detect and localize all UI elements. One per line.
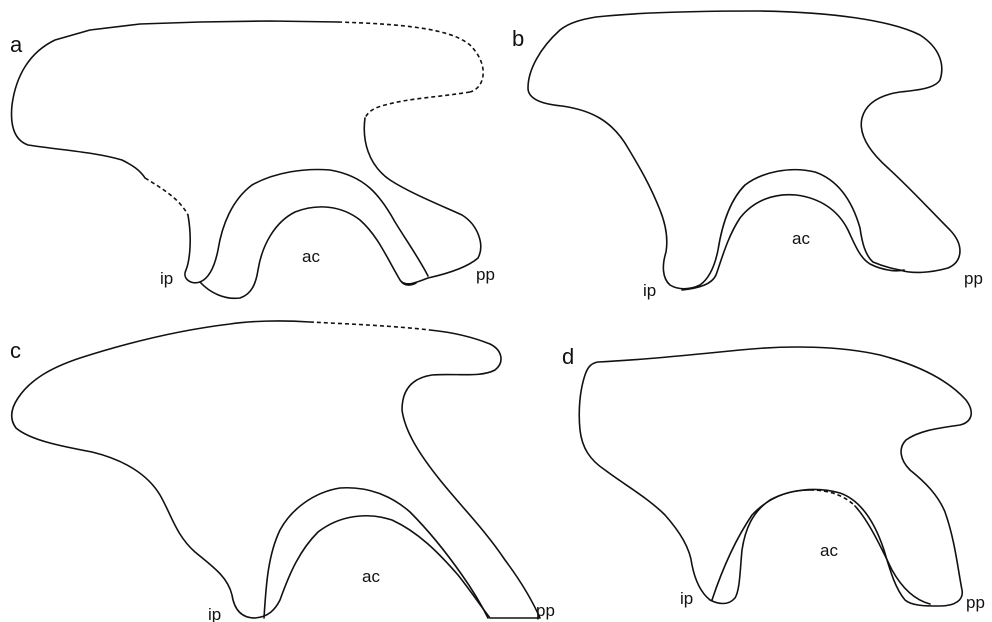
panel-a-letter: a bbox=[10, 32, 23, 57]
panel-c-dashed-top bbox=[310, 322, 430, 330]
panel-a-ilium-outline bbox=[12, 21, 338, 178]
panel-c: c ac ip pp bbox=[10, 321, 555, 622]
panel-b-letter: b bbox=[512, 26, 524, 51]
panel-a-dashed-top bbox=[338, 22, 483, 92]
panel-d-acetabulum-rim bbox=[712, 490, 810, 600]
panel-b: b ac ip pp bbox=[512, 11, 983, 300]
panel-d-letter: d bbox=[562, 344, 574, 369]
panel-a-pp-label: pp bbox=[476, 265, 495, 284]
panel-d-acetabulum-rim-right bbox=[855, 506, 930, 604]
panel-b-ip-label: ip bbox=[643, 281, 656, 300]
panel-c-ip-label: ip bbox=[208, 605, 221, 622]
panel-c-pp-label: pp bbox=[536, 601, 555, 620]
panel-a: a ac ip pp bbox=[10, 21, 495, 298]
panel-b-pp-label: pp bbox=[964, 269, 983, 288]
panel-d-dashed-rim bbox=[810, 490, 855, 506]
panel-d-ip-label: ip bbox=[680, 589, 693, 608]
panel-c-ac-label: ac bbox=[362, 567, 380, 586]
panel-d-ilium-outline bbox=[579, 347, 971, 606]
panel-c-acetabulum-rim bbox=[264, 488, 488, 618]
panel-a-ac-label: ac bbox=[302, 247, 320, 266]
panel-a-ip-label: ip bbox=[160, 269, 173, 288]
panel-a-dashed-notch bbox=[365, 92, 470, 118]
panel-d-ac-label: ac bbox=[820, 541, 838, 560]
panel-c-letter: c bbox=[10, 338, 21, 363]
panel-b-ac-label: ac bbox=[792, 229, 810, 248]
panel-d: d ac ip pp bbox=[562, 344, 985, 612]
panel-a-dashed-left bbox=[145, 178, 188, 215]
panel-d-pp-label: pp bbox=[966, 593, 985, 612]
panel-b-ilium-outline bbox=[528, 11, 960, 289]
